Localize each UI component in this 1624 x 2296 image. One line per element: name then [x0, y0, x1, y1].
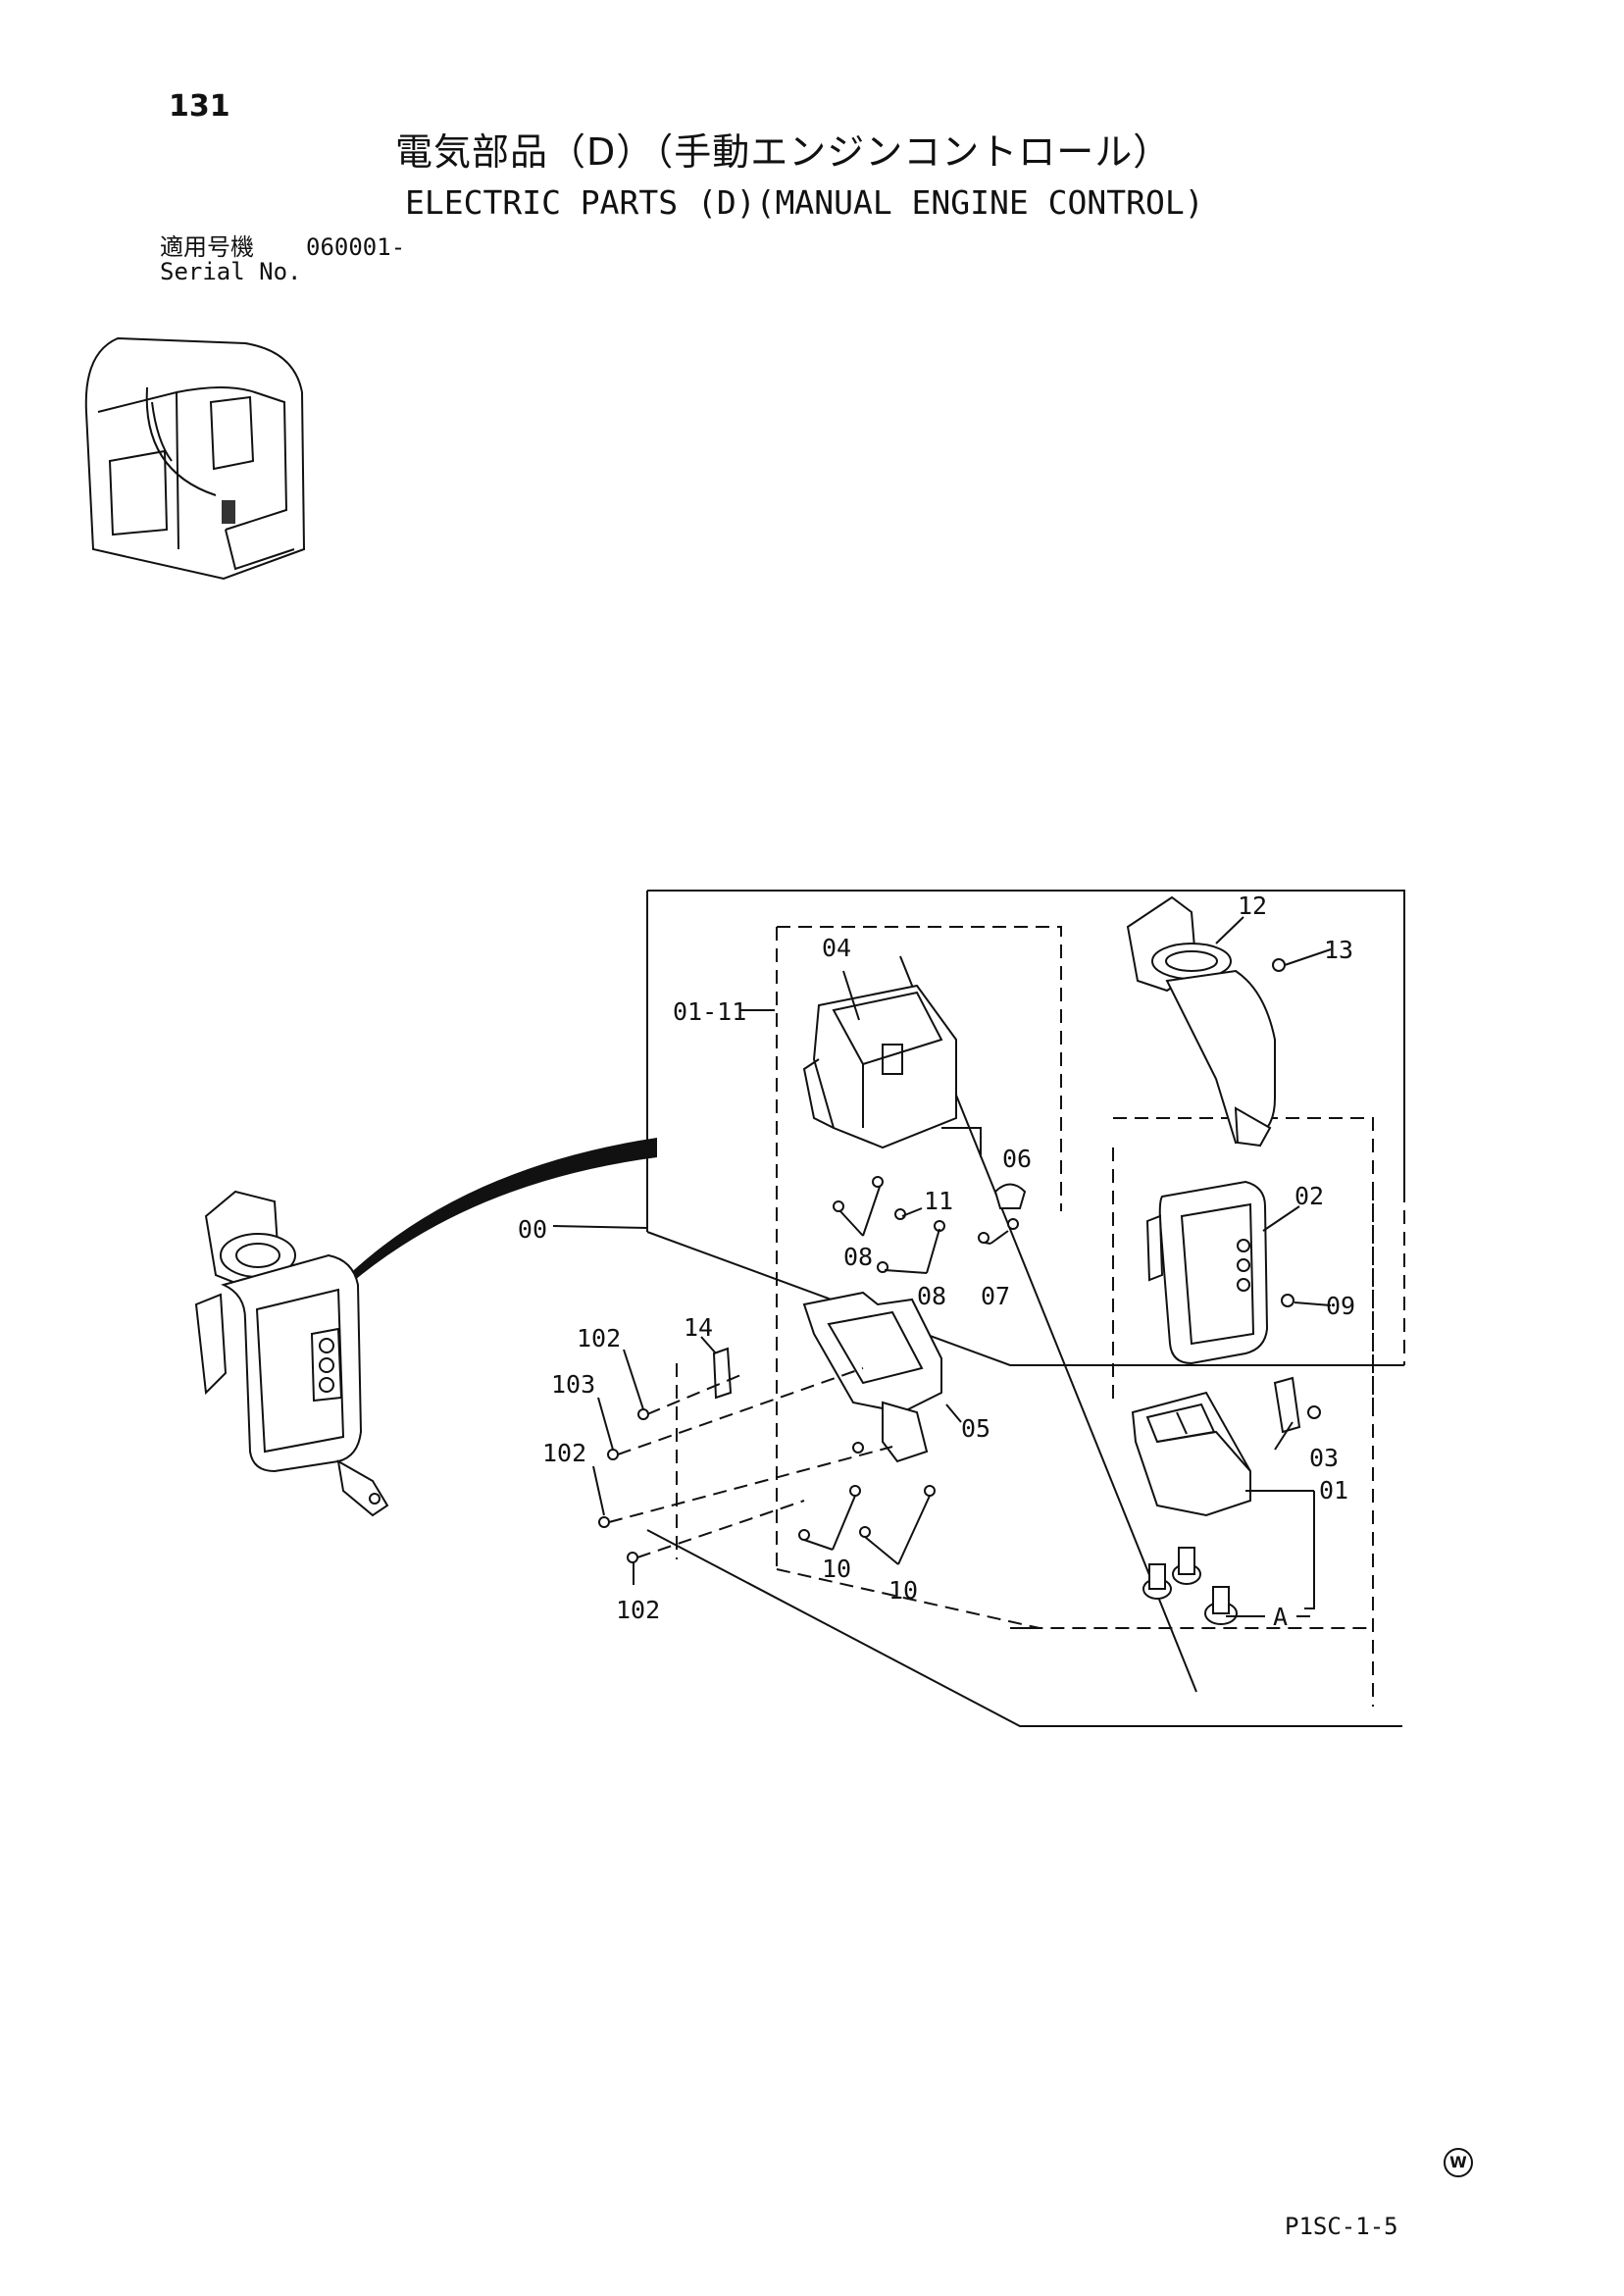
- callout-A: A: [1273, 1603, 1288, 1631]
- callout-04: 04: [822, 934, 851, 962]
- cab-overview-drawing: [84, 336, 306, 581]
- callout-10-left: 10: [822, 1555, 851, 1583]
- callout-102-top: 102: [577, 1324, 621, 1352]
- callout-14: 14: [684, 1313, 713, 1342]
- callout-08-lower: 08: [917, 1282, 946, 1310]
- part-03-bracket: [1273, 1376, 1321, 1434]
- callout-01: 01: [1319, 1476, 1348, 1505]
- part-05-drawing: [802, 1291, 942, 1463]
- title-english: ELECTRIC PARTS (D)(MANUAL ENGINE CONTROL…: [405, 183, 1204, 222]
- callout-12: 12: [1238, 892, 1267, 920]
- serial-label-english: Serial No.: [160, 258, 302, 285]
- callout-10-right: 10: [888, 1576, 918, 1605]
- callout-01-11: 01-11: [673, 997, 746, 1026]
- serial-label-japanese: 適用号機: [160, 233, 254, 261]
- callout-103: 103: [551, 1370, 595, 1399]
- part-13-screw: [1272, 958, 1286, 972]
- title-japanese: 電気部品（D）（手動エンジンコントロール）: [395, 130, 1172, 174]
- callout-02: 02: [1294, 1182, 1324, 1210]
- knobs-drawing: [1142, 1547, 1238, 1625]
- exploded-view-frame: [646, 890, 1405, 1727]
- document-code: P1SC-1-5: [1285, 2213, 1398, 2240]
- callout-102-middle: 102: [542, 1439, 586, 1467]
- part-04-drawing: [802, 984, 957, 1149]
- callout-09: 09: [1326, 1292, 1355, 1320]
- callout-11: 11: [924, 1187, 953, 1215]
- serial-value: 060001-: [306, 233, 406, 261]
- callout-03: 03: [1309, 1444, 1339, 1472]
- callout-08-upper: 08: [843, 1243, 873, 1271]
- leader-lines: [552, 916, 1332, 1617]
- part-01-drawing: [1131, 1391, 1251, 1517]
- w-mark-badge: W: [1444, 2148, 1473, 2177]
- callout-06: 06: [1002, 1145, 1032, 1173]
- console-assembly-drawing: [194, 1138, 657, 1517]
- page-number: 131: [169, 89, 230, 124]
- callout-102-bottom: 102: [616, 1596, 660, 1624]
- callout-00: 00: [518, 1215, 547, 1244]
- part-02-drawing: [1145, 1180, 1269, 1365]
- callout-13: 13: [1324, 936, 1353, 964]
- callout-07: 07: [981, 1282, 1010, 1310]
- callout-05: 05: [961, 1414, 990, 1443]
- part-12-drawing: [1126, 895, 1276, 1148]
